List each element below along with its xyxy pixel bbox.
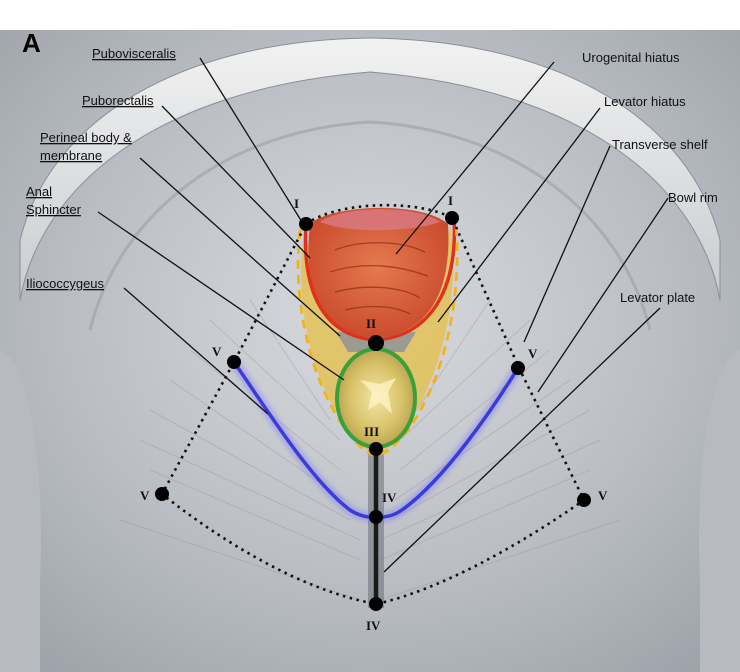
leader-puborectalis — [161, 105, 311, 259]
point-V-left-upper — [227, 355, 241, 369]
point-I-left — [299, 217, 313, 231]
roman-II: II — [366, 316, 376, 331]
roman-I-left: I — [294, 196, 299, 211]
label-levator-hiatus: Levator hiatus — [604, 94, 686, 109]
label-iliococcygeus: Iliococcygeus — [26, 276, 105, 291]
roman-V-left-upper: V — [212, 344, 222, 359]
leader-anal — [97, 211, 345, 381]
label-urogenital-hiatus: Urogenital hiatus — [582, 50, 680, 65]
point-III — [369, 442, 383, 456]
roman-V-left-lower: V — [140, 488, 150, 503]
roman-III: III — [364, 424, 379, 439]
point-V-left-lower — [155, 487, 169, 501]
anal-mucosa — [360, 378, 396, 414]
point-V-right-upper — [511, 361, 525, 375]
label-perineal-line2: membrane — [40, 148, 102, 163]
label-puborectalis: Puborectalis — [82, 93, 154, 108]
leader-pubovisceralis — [199, 57, 303, 223]
urogenital-hiatus-top-tint — [320, 209, 440, 231]
roman-IV-bottom: IV — [366, 618, 381, 633]
leader-transverse-shelf — [523, 145, 611, 343]
vaginal-rugae — [329, 242, 429, 315]
label-anal-line2: Sphincter — [26, 202, 82, 217]
leader-iliococcygeus — [123, 287, 269, 415]
label-transverse-shelf: Transverse shelf — [612, 137, 708, 152]
roman-V-right-upper: V — [528, 346, 538, 361]
urogenital-hiatus-area — [308, 207, 449, 338]
panel-letter: A — [22, 28, 41, 58]
label-pubovisceralis: Pubovisceralis — [92, 46, 176, 61]
pubic-bone-arch — [19, 37, 721, 301]
leader-levator-plate — [383, 307, 661, 573]
leader-bowl-rim — [537, 197, 669, 393]
leader-urogenital — [395, 61, 555, 255]
point-V-right-lower — [577, 493, 591, 507]
top-white-margin — [0, 0, 740, 30]
point-IV-mid — [369, 510, 383, 524]
inner-bone-contour — [88, 120, 652, 331]
label-anal-line1: Anal — [26, 184, 52, 199]
leader-levator-hiatus — [437, 107, 601, 323]
leader-perineal — [139, 157, 341, 337]
label-levator-plate: Levator plate — [620, 290, 695, 305]
leader-lines — [97, 57, 669, 573]
left-bone-block — [0, 350, 41, 672]
label-perineal-line1: Perineal body & — [40, 130, 132, 145]
right-bone-block — [699, 350, 740, 672]
label-bowl-rim: Bowl rim — [668, 190, 718, 205]
anatomical-points — [155, 211, 591, 611]
roman-IV-mid: IV — [382, 490, 397, 505]
roman-I-right: I — [448, 193, 453, 208]
point-II — [368, 335, 384, 351]
roman-V-right-lower: V — [598, 488, 608, 503]
point-IV-bottom — [369, 597, 383, 611]
point-I-right — [445, 211, 459, 225]
bowl-rim-dotted-line — [160, 203, 586, 606]
